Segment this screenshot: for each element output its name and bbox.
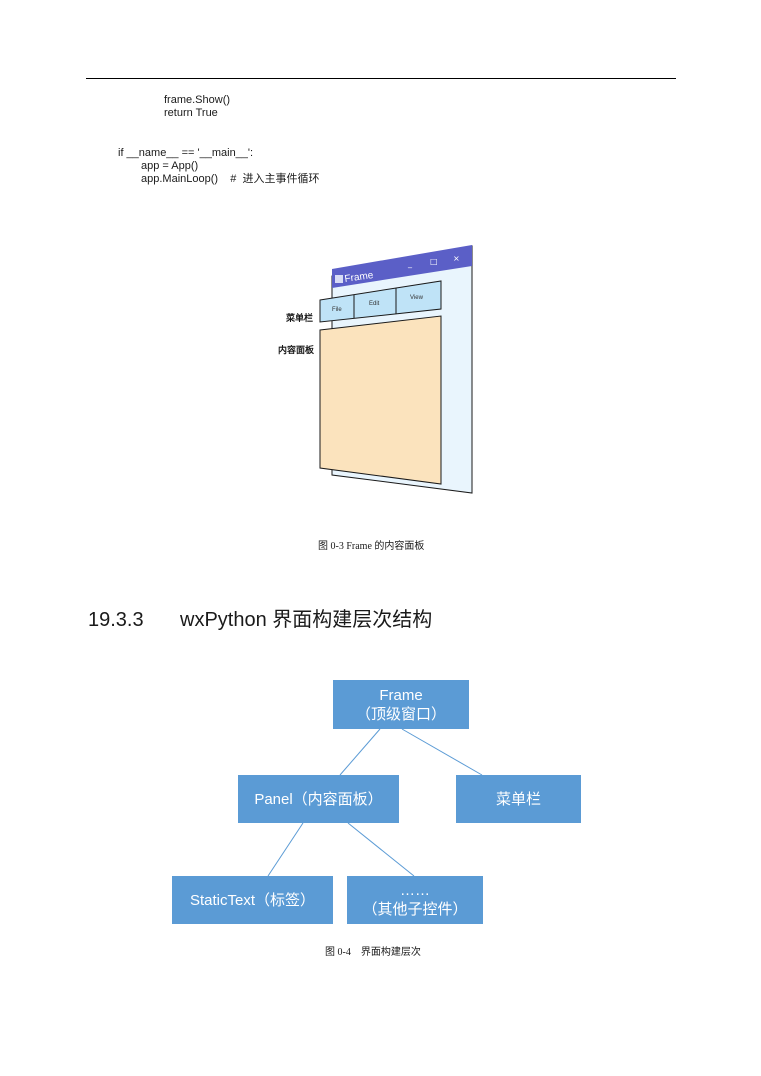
node-other-controls-ellipsis: ……: [400, 882, 430, 899]
label-content-panel: 内容面板: [278, 344, 315, 356]
connector-panel-others: [347, 822, 415, 877]
node-menubar-title: 菜单栏: [495, 790, 541, 808]
menu-item-view: View: [410, 295, 424, 301]
frame-titlebar: [332, 245, 472, 288]
code-line: app = App(): [141, 160, 199, 172]
header-rule: [86, 78, 676, 79]
code-line: frame.Show(): [164, 94, 231, 106]
section-number: 19.3.3: [88, 609, 144, 631]
section-heading: 19.3.3 wxPython 界面构建层次结构: [88, 603, 432, 632]
node-menubar: 菜单栏: [456, 775, 581, 823]
code-line: return True: [164, 107, 218, 119]
code-line: if __name__ == '__main__':: [118, 147, 254, 159]
frame-title-text: Frame: [344, 270, 375, 285]
frame-panel-illustration: Frame _ □ × File Edit View 菜单栏 内容面板: [278, 245, 473, 494]
menu-item-edit: Edit: [369, 301, 380, 307]
node-panel-title: Panel（内容面板）: [254, 790, 383, 808]
code-line: app.MainLoop() # 进入主事件循环: [141, 173, 320, 185]
node-other-controls-title: （其他子控件）: [362, 901, 468, 918]
minimize-icon: _: [407, 259, 413, 268]
connector-panel-statictext: [267, 822, 304, 877]
maximize-icon: □: [430, 257, 438, 266]
node-panel: Panel（内容面板）: [238, 775, 399, 823]
connector-frame-panel: [339, 728, 381, 776]
section-title: wxPython 界面构建层次结构: [180, 609, 433, 631]
menu-item-file: File: [332, 307, 342, 313]
node-statictext-title: StaticText（标签）: [189, 891, 316, 909]
node-frame-title: Frame: [379, 686, 423, 704]
close-icon: ×: [453, 254, 460, 263]
content-panel-layer: [319, 315, 442, 485]
app-icon: [335, 275, 343, 283]
node-frame: Frame （顶级窗口）: [333, 680, 469, 729]
menubar-layer: [319, 280, 442, 323]
label-menubar: 菜单栏: [285, 312, 313, 324]
figure-caption: 图 0-4 界面构建层次: [325, 947, 421, 958]
node-other-controls: …… （其他子控件）: [347, 876, 483, 924]
figure-caption: 图 0-3 Frame 的内容面板: [318, 541, 425, 552]
connector-frame-menubar: [401, 728, 483, 776]
node-statictext: StaticText（标签）: [172, 876, 333, 924]
node-frame-subtitle: （顶级窗口）: [355, 705, 446, 723]
